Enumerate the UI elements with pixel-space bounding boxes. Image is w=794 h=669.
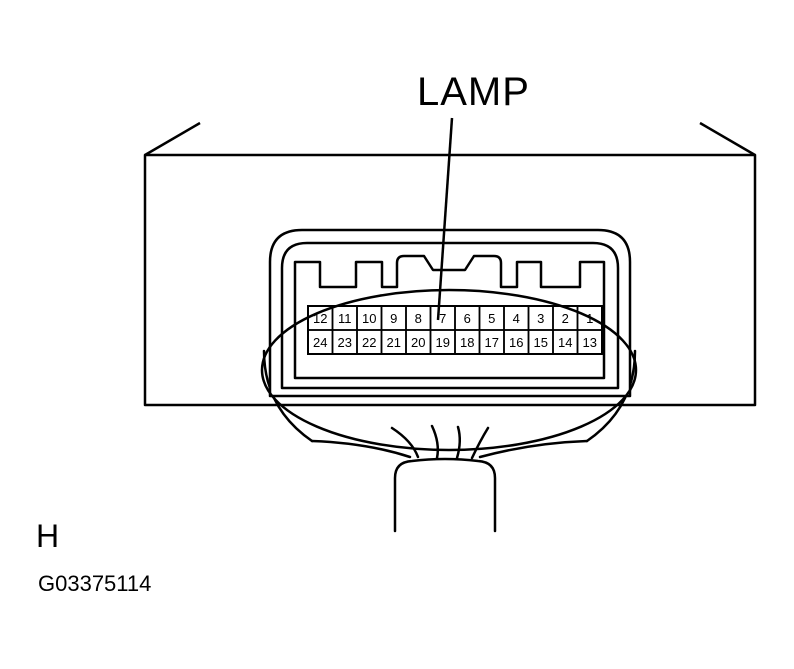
pin-number-16: 16 — [509, 335, 523, 350]
key-slot-outline — [293, 254, 606, 380]
pin-number-3: 3 — [537, 311, 544, 326]
pin-number-23: 23 — [338, 335, 352, 350]
pin-number-8: 8 — [415, 311, 422, 326]
pin-number-7: 7 — [439, 311, 446, 326]
figure-code: G03375114 — [38, 571, 152, 596]
pin-number-5: 5 — [488, 311, 495, 326]
pin-cavity-13 — [576, 329, 603, 355]
pin-number-22: 22 — [362, 335, 376, 350]
lamp-leader-line — [436, 117, 454, 321]
pin-number-4: 4 — [513, 311, 520, 326]
lamp-callout-label: LAMP — [417, 70, 530, 114]
pin-number-21: 21 — [387, 335, 401, 350]
pin-number-10: 10 — [362, 311, 376, 326]
pin-number-24: 24 — [313, 335, 327, 350]
pin-number-6: 6 — [464, 311, 471, 326]
pin-number-17: 17 — [485, 335, 499, 350]
pin-number-9: 9 — [390, 311, 397, 326]
pin-number-15: 15 — [534, 335, 548, 350]
wire-harness — [262, 349, 637, 533]
connector-face-circle — [260, 288, 638, 452]
pin-number-14: 14 — [558, 335, 572, 350]
pin-number-2: 2 — [562, 311, 569, 326]
pin-number-19: 19 — [436, 335, 450, 350]
view-letter: H — [36, 518, 60, 554]
pin-number-13: 13 — [583, 335, 597, 350]
pin-number-20: 20 — [411, 335, 425, 350]
pin-number-11: 11 — [338, 311, 352, 326]
pin-number-18: 18 — [460, 335, 474, 350]
